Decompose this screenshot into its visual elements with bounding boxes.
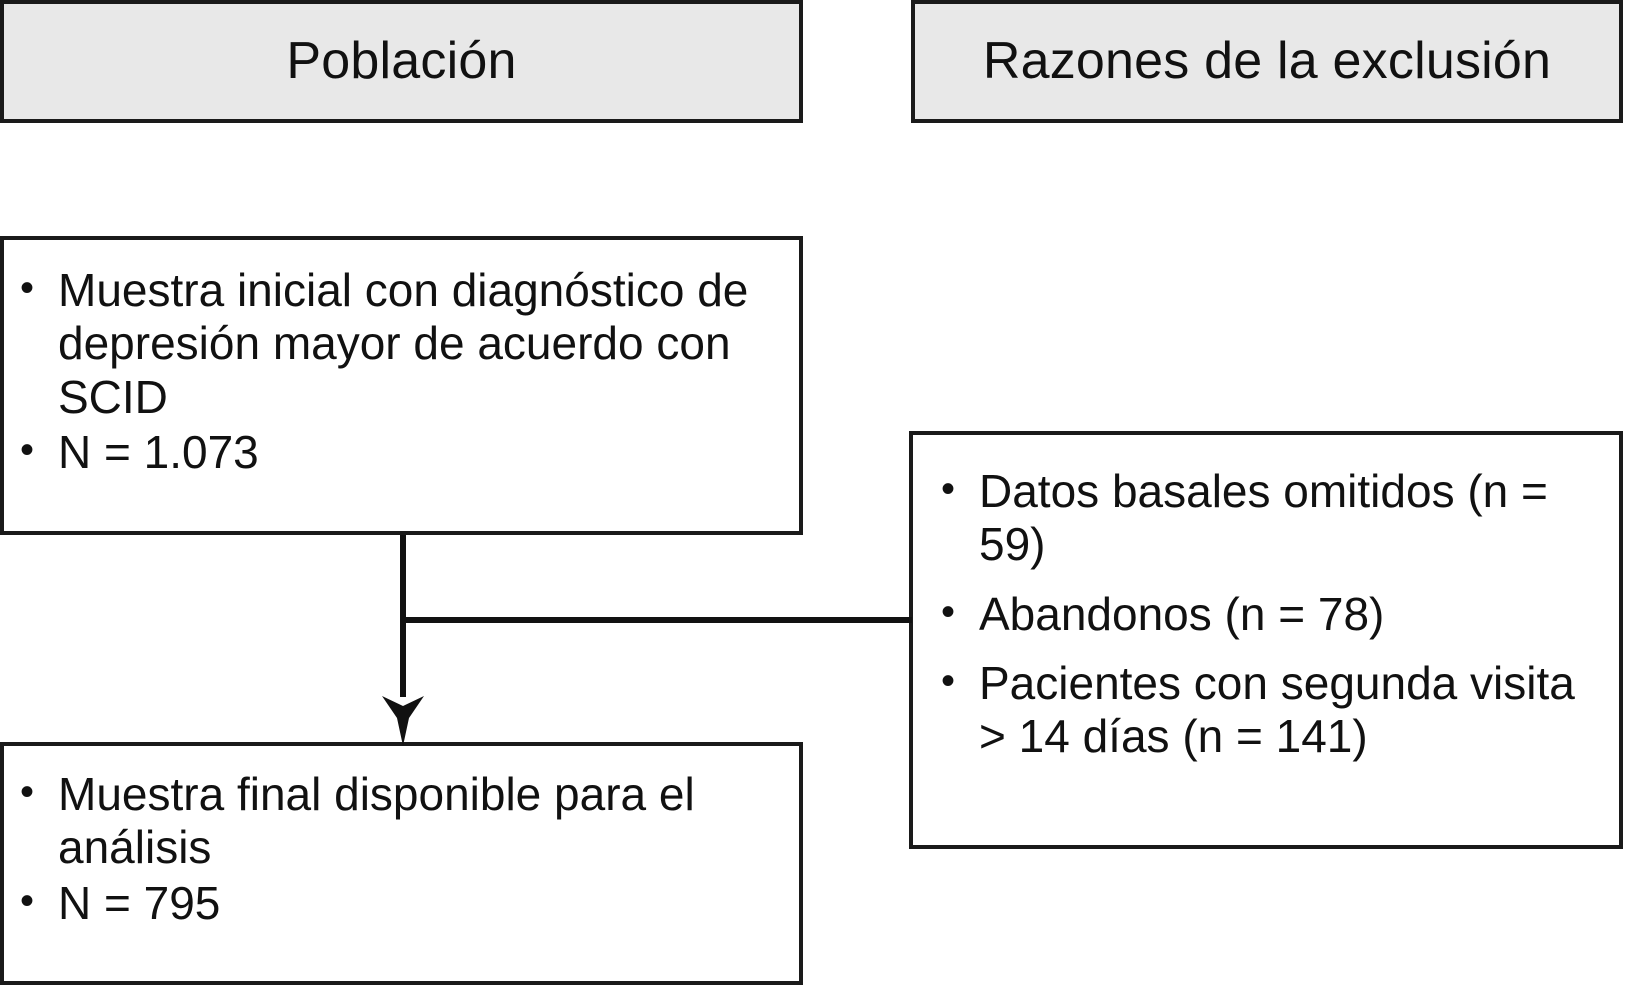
bullet-list-exclusiones: Datos basales omitidos (n = 59) Abandono… (935, 464, 1605, 764)
list-item: Muestra final disponible para el análisi… (14, 767, 785, 875)
header-box-razones-exclusion: Razones de la exclusión (911, 0, 1623, 123)
bullet-list-muestra-final: Muestra final disponible para el análisi… (14, 767, 785, 930)
list-item: Abandonos (n = 78) (935, 587, 1605, 641)
box-muestra-inicial: Muestra inicial con diagnóstico de depre… (0, 236, 803, 535)
box-muestra-final: Muestra final disponible para el análisi… (0, 742, 803, 985)
bullet-list-muestra-inicial: Muestra inicial con diagnóstico de depre… (14, 263, 785, 479)
list-item: Pacientes con segunda visita > 14 días (… (935, 656, 1605, 764)
connector-line-horizontal-to-exclusion (400, 617, 912, 623)
list-item: N = 1.073 (14, 425, 785, 479)
box-razones-exclusion: Datos basales omitidos (n = 59) Abandono… (909, 431, 1623, 849)
header-label-razones-exclusion: Razones de la exclusión (982, 31, 1552, 90)
arrowhead-icon (382, 696, 424, 746)
list-item: Datos basales omitidos (n = 59) (935, 464, 1605, 572)
header-label-poblacion: Población (286, 31, 517, 90)
connector-line-vertical (400, 535, 406, 697)
list-item: Muestra inicial con diagnóstico de depre… (14, 263, 785, 424)
header-box-poblacion: Población (0, 0, 803, 123)
list-item: N = 795 (14, 876, 785, 930)
